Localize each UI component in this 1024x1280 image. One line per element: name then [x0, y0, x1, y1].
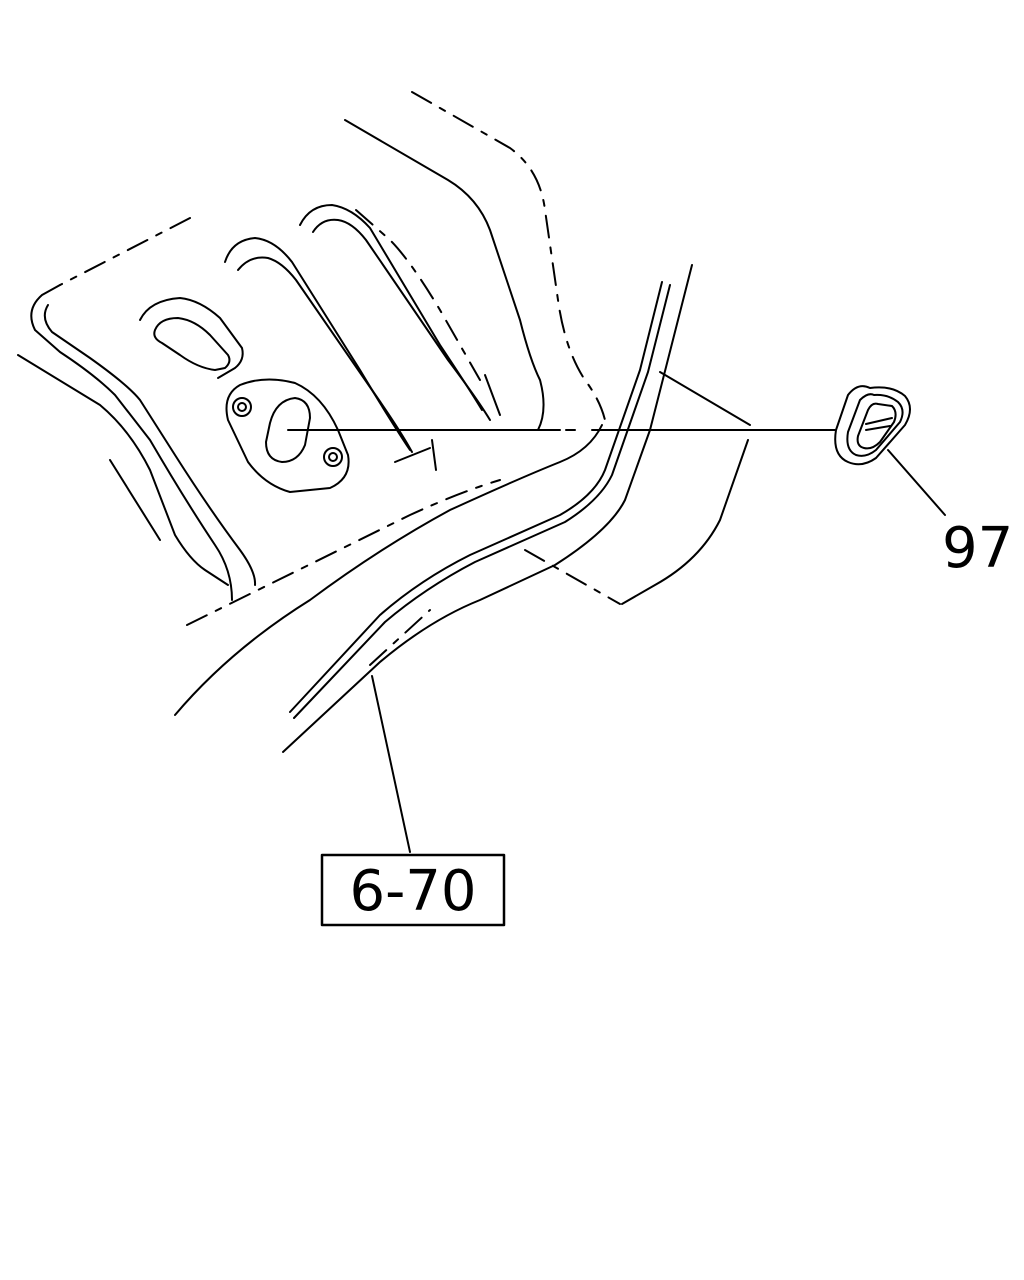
- reference-label: 6-70: [349, 859, 476, 924]
- reference-leader-line: [371, 675, 411, 853]
- panel-ribs: [139, 204, 501, 471]
- upper-body-panel: [17, 91, 606, 601]
- grommet-part-97: [834, 385, 946, 516]
- reference-box: [320, 853, 506, 927]
- flange-plate: [225, 378, 350, 493]
- frame-rail: [174, 264, 751, 753]
- part-number-label: 97: [942, 516, 1013, 581]
